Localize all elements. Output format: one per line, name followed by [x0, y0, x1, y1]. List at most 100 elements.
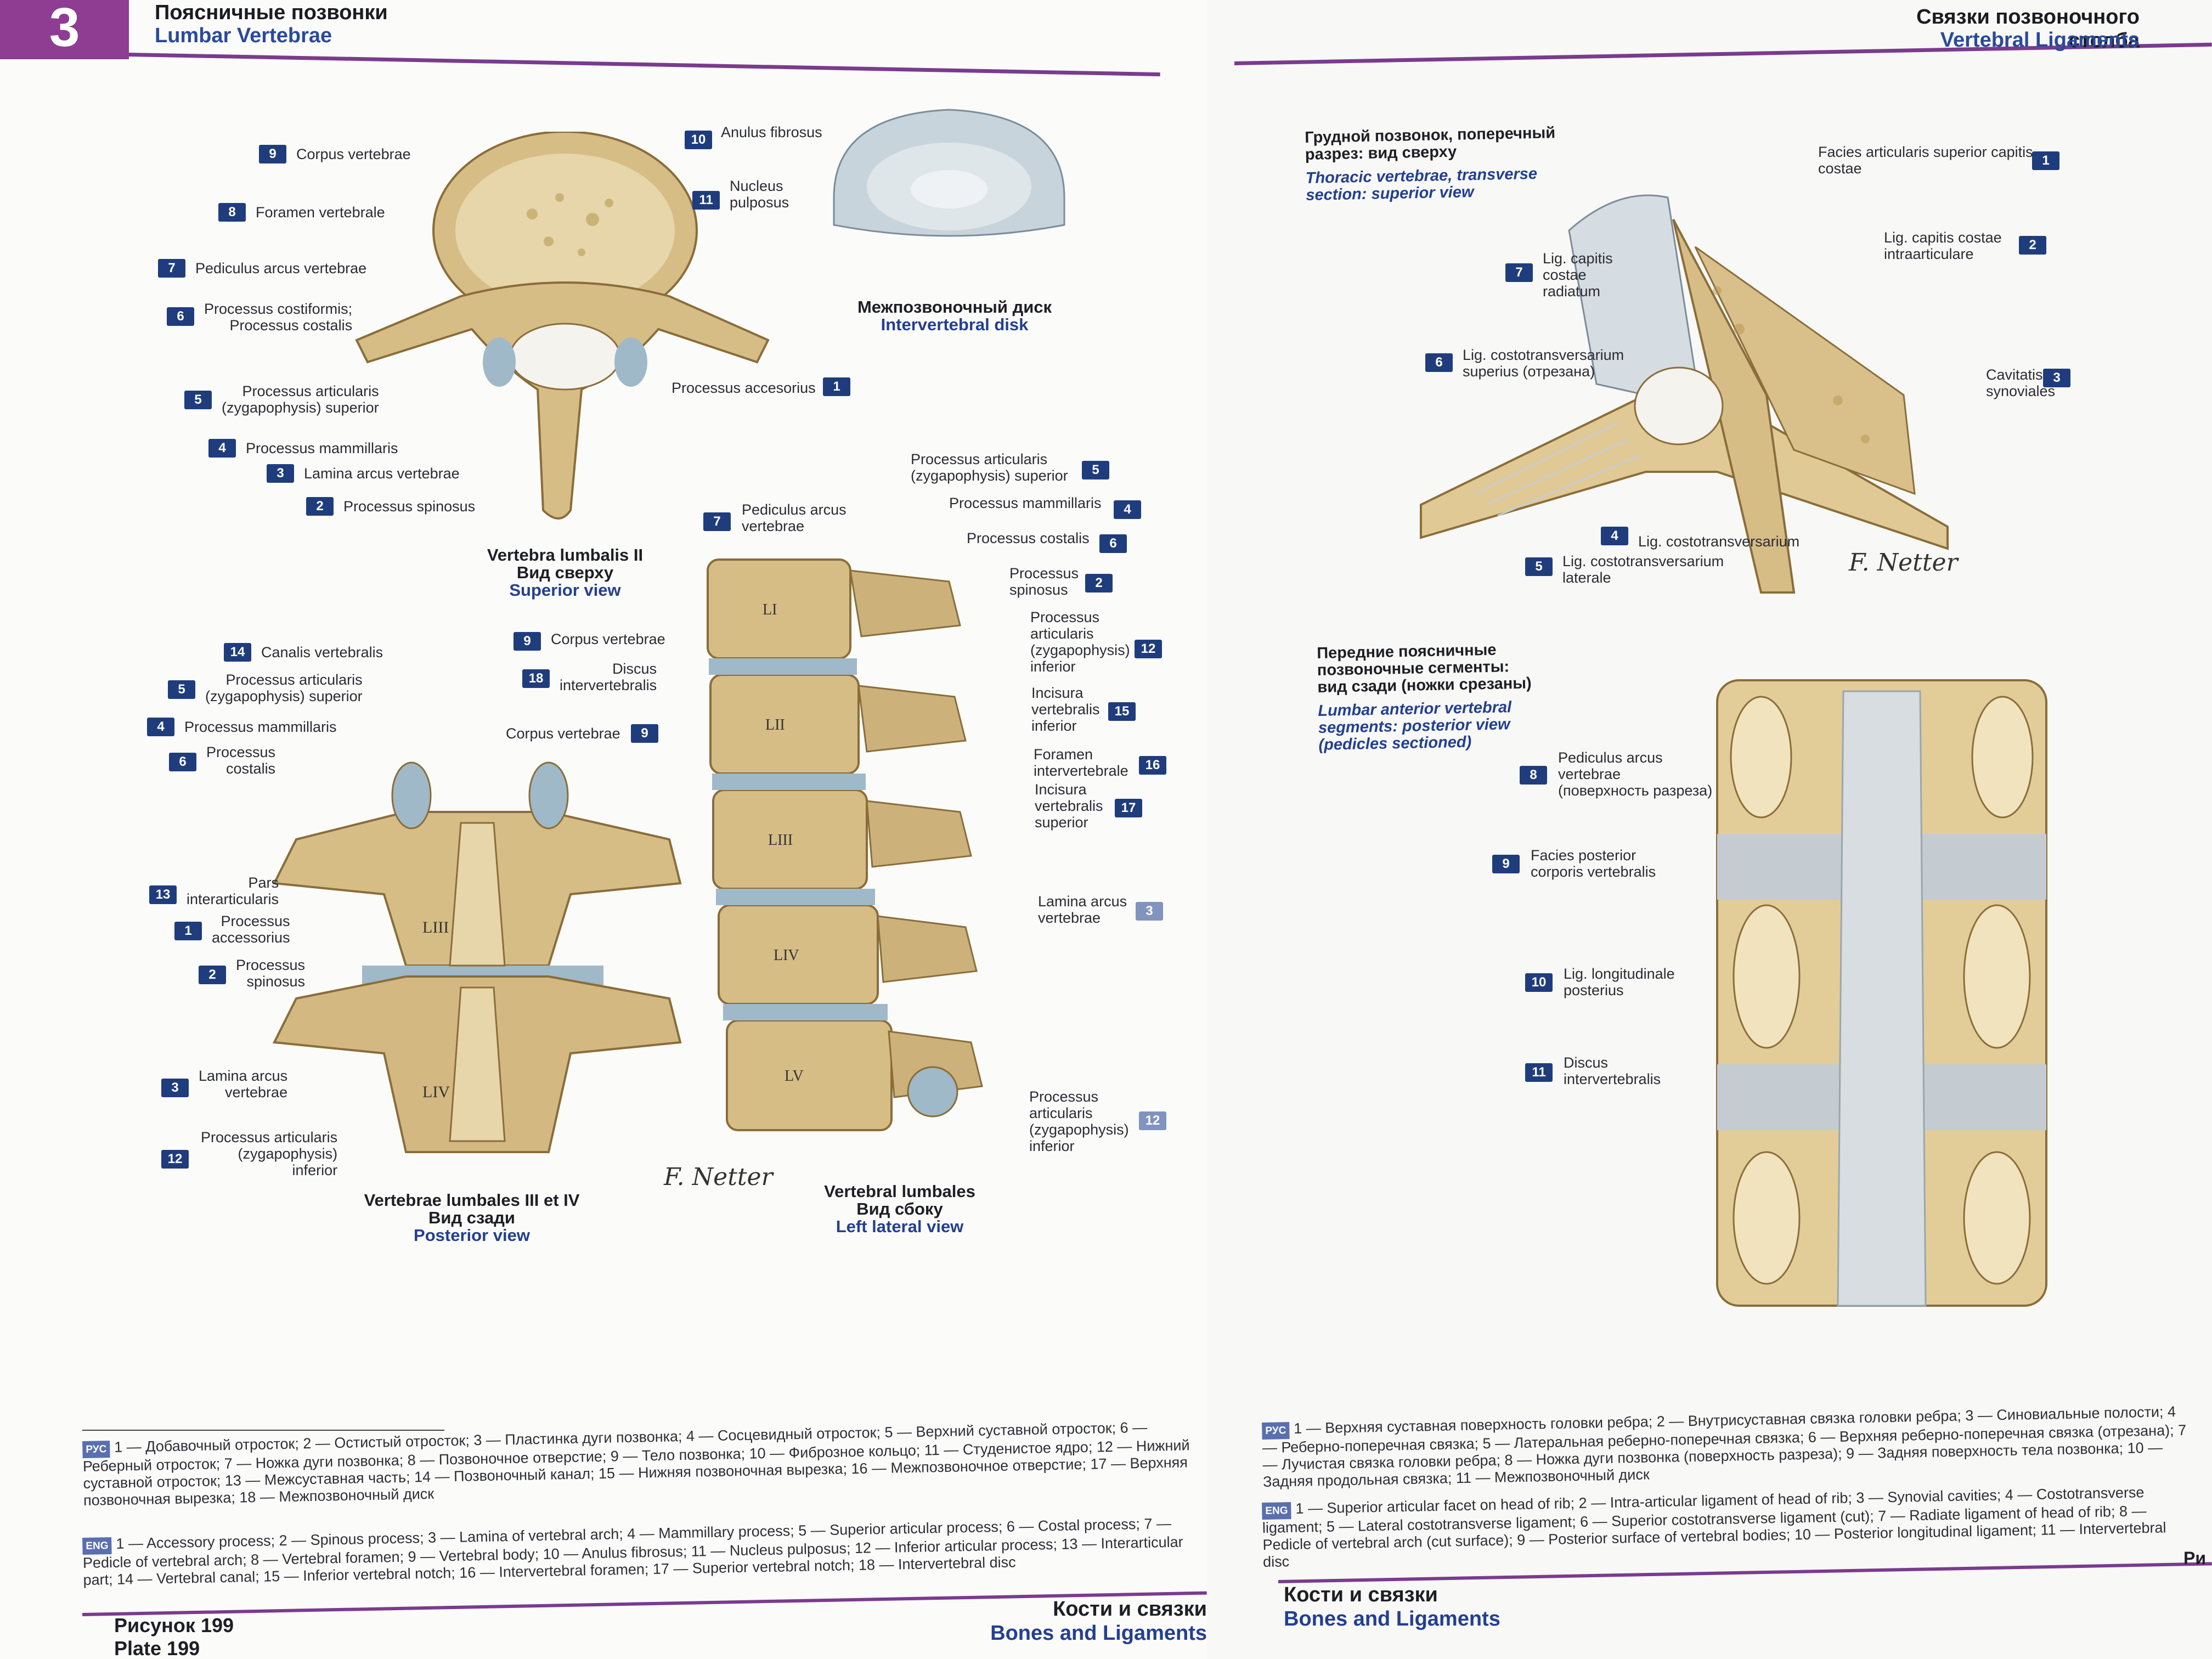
label-badge: 9	[259, 145, 286, 163]
label-badge: 5	[1525, 557, 1553, 576]
label-nucleus-pulposus: Nucleus pulposus	[730, 178, 789, 211]
caption-en: Posterior view	[414, 1226, 530, 1245]
caption-latin: Vertebrae lumbales III et IV	[364, 1190, 580, 1210]
label-processus-costalis: Processus costalis	[206, 744, 276, 777]
label-badge: 6	[1425, 353, 1453, 372]
plate-number-cut: Ри	[2183, 1548, 2207, 1568]
label-badge: 5	[168, 680, 195, 699]
label-discus-intervertebralis: Discus intervertebralis	[1564, 1054, 1661, 1087]
label-badge: 2	[199, 966, 226, 984]
label-foramen-intervertebrale: Foramen intervertebrale	[1034, 746, 1128, 779]
label-badge: 3	[1136, 902, 1163, 921]
label-badge: 3	[161, 1079, 189, 1097]
vertebra-label-l3: LIII	[422, 918, 449, 936]
label-processus-costalis: Processus costalis	[967, 530, 1090, 546]
label-badge: 3	[267, 464, 294, 483]
label-badge: 12	[1135, 640, 1162, 658]
vertebra-label-l4: LIV	[774, 947, 799, 964]
label-processus-accesorius: Processus accesorius	[672, 380, 816, 396]
label-processus-mammillaris: Processus mammillaris	[246, 440, 398, 456]
superior-view-figure	[351, 132, 779, 549]
right-page: Связки позвоночного столба Vertebral Lig…	[1207, 0, 2212, 1659]
label-badge: 11	[692, 191, 720, 210]
label-badge: 7	[158, 259, 185, 278]
label-badge: 7	[1505, 263, 1533, 282]
label-lig-longitudinale: Lig. longitudinale posterius	[1564, 966, 1675, 998]
label-badge: 12	[161, 1150, 189, 1169]
page-title-ru: Связки позвоночного столба	[1916, 5, 2140, 52]
label-badge: 17	[1115, 799, 1142, 817]
label-badge: 1	[2032, 151, 2059, 170]
label-corpus-vertebrae: Corpus vertebrae	[551, 631, 665, 647]
section-en: Bones and Ligaments	[990, 1622, 1207, 1645]
caption-ru: Межпозвоночный диск	[857, 297, 1052, 317]
label-badge: 1	[174, 922, 202, 940]
legend-rule	[82, 1430, 444, 1431]
posterior-view-figure: LIII LIV	[263, 757, 702, 1185]
label-incisura-superior: Incisura vertebralis superior	[1035, 781, 1103, 831]
label-badge: 13	[149, 885, 177, 904]
label-processus-spinosus: Processus spinosus	[343, 498, 476, 515]
label-processus-mammillaris: Processus mammillaris	[184, 719, 337, 735]
page-title-en: Vertebral Ligaments	[1940, 29, 2140, 52]
label-badge: 15	[1108, 702, 1136, 721]
label-processus-spinosus: Processus spinosus	[236, 957, 306, 990]
label-lig-capitis-radiatum: Lig. capitis costae radiatum	[1543, 250, 1613, 300]
vertebra-label-l1: LI	[763, 601, 777, 618]
header-rule	[128, 53, 1160, 77]
chapter-number: 3	[0, 0, 129, 59]
legend-tag-ru: РУС	[82, 1441, 110, 1458]
label-badge: 10	[685, 131, 712, 149]
label-badge: 9	[514, 632, 541, 651]
caption-ru: Вид сзади	[428, 1208, 515, 1227]
label-badge: 16	[1139, 756, 1166, 775]
label-lamina-arcus: Lamina arcus vertebrae	[1038, 893, 1127, 926]
label-facies-posterior: Facies posterior corporis vertebralis	[1531, 847, 1656, 880]
page-title-ru: Поясничные позвонки	[155, 1, 388, 24]
label-discus-intervertebralis: Discus intervertebralis	[560, 661, 657, 693]
caption-en: Left lateral view	[836, 1217, 964, 1236]
label-facies-articularis: Facies articularis superior capitis cost…	[1818, 144, 2033, 177]
label-badge: 4	[1114, 500, 1141, 519]
artist-signature: F. Netter	[664, 1163, 773, 1191]
label-badge: 8	[1520, 766, 1547, 785]
section-en: Bones and Ligaments	[1284, 1607, 1500, 1630]
label-processus-articularis-inferior-2: Processus articularis (zygapophysis) inf…	[1029, 1088, 1129, 1154]
legend-ru-text: 1 — Добавочный отросток; 2 — Остистый от…	[82, 1419, 1190, 1509]
label-badge: 6	[1099, 534, 1127, 553]
label-badge: 12	[1139, 1111, 1166, 1130]
legend-tag-en: ENG	[82, 1537, 112, 1555]
legend-tag-en: ENG	[1262, 1502, 1291, 1520]
label-processus-mammillaris: Processus mammillaris	[949, 495, 1102, 511]
caption-ru: Грудной позвонок, поперечный разрез: вид…	[1304, 124, 1556, 163]
label-badge: 2	[1085, 574, 1113, 592]
label-lig-costotransversarium-superius: Lig. costotransversarium superius (отрез…	[1463, 347, 1624, 380]
label-pediculus-arcus: Pediculus arcus vertebrae (поверхность р…	[1558, 749, 1713, 799]
segments-caption: Передние поясничные позвоночные сегменты…	[1317, 641, 1533, 754]
caption-ru: Передние поясничные позвоночные сегменты…	[1316, 641, 1532, 696]
disc-caption: Межпозвоночный диск Intervertebral disk	[839, 298, 1070, 334]
label-processus-articularis-superior: Processus articularis (zygapophysis) sup…	[222, 383, 379, 416]
label-badge: 5	[1082, 461, 1109, 479]
disc-figure	[823, 104, 1075, 280]
label-canalis-vertebralis: Canalis vertebralis	[261, 644, 383, 661]
label-badge: 14	[224, 643, 251, 662]
label-corpus-vertebrae: Corpus vertebrae	[296, 146, 411, 162]
section-ru: Кости и связки	[1053, 1598, 1207, 1621]
label-lamina-arcus: Lamina arcus vertebrae	[304, 465, 460, 482]
left-page: 3 Поясничные позвонки Lumbar Vertebrae 9…	[0, 0, 1240, 1659]
plate-number-en: Plate 199	[114, 1637, 200, 1659]
label-badge: 6	[169, 753, 196, 771]
label-processus-spinosus: Processus spinosus	[1009, 565, 1079, 598]
label-lig-capitis-intraarticulare: Lig. capitis costae intraarticulare	[1884, 229, 2002, 262]
label-corpus-vertebrae-2: Corpus vertebrae	[506, 725, 620, 742]
label-badge: 9	[631, 724, 658, 743]
caption-ru: Вид сбоку	[856, 1199, 943, 1218]
label-processus-articularis-inferior: Processus articularis (zygapophysis) inf…	[1030, 609, 1130, 675]
label-processus-articularis-superior: Processus articularis (zygapophysis) sup…	[911, 451, 1068, 484]
legend-tag-ru: РУС	[1262, 1422, 1290, 1440]
legend-ru-text: 1 — Верхняя суставная поверхность головк…	[1262, 1403, 2187, 1490]
label-badge: 2	[2019, 236, 2046, 255]
